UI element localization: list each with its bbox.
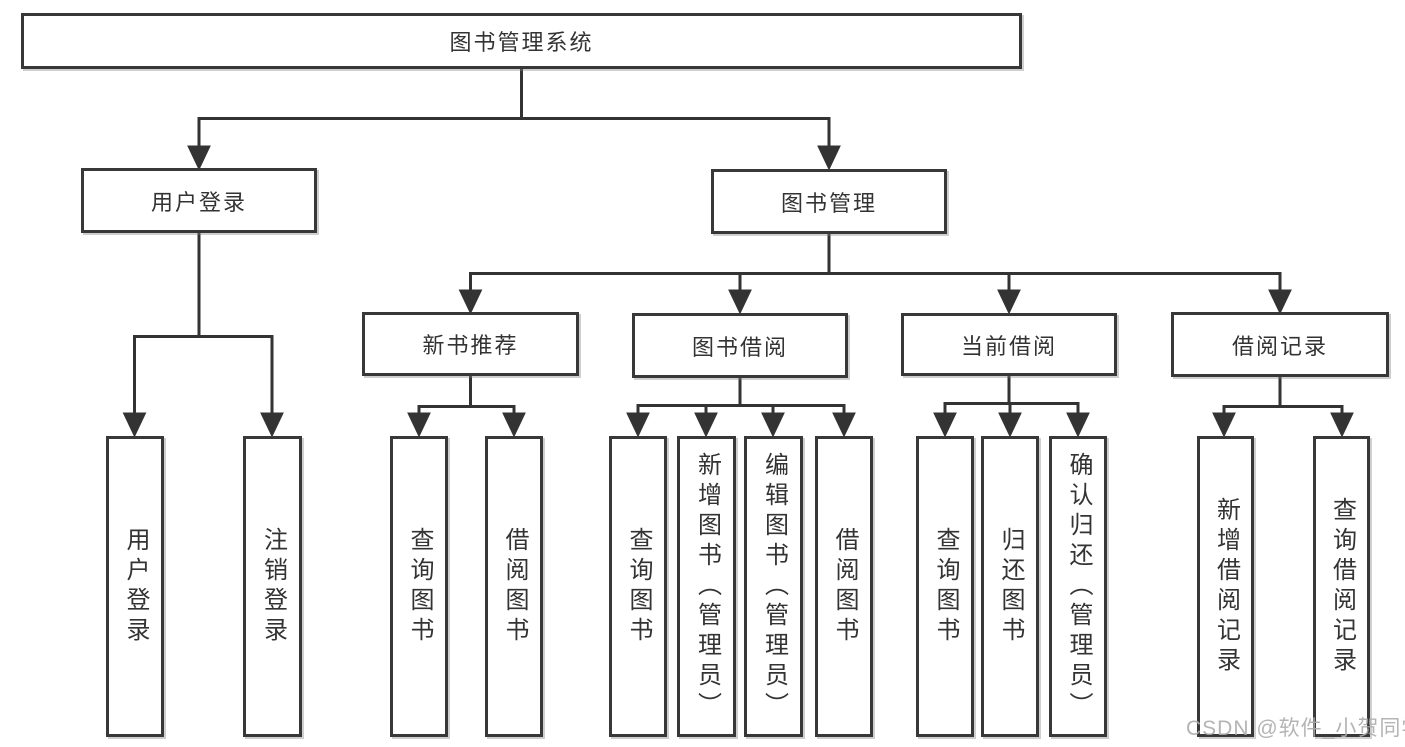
leaf-query-borrow-record: 查询借阅记录 [1313, 436, 1370, 737]
arrowhead [1212, 412, 1236, 438]
node-label: 借阅图书 [501, 526, 528, 647]
leaf-borrow-books-recommend: 借阅图书 [485, 436, 543, 737]
node-label: 查询借阅记录 [1328, 496, 1356, 677]
leaf-add-book-admin: 新增图书（管理员） [677, 436, 736, 737]
node-label: 用户登录 [150, 189, 247, 215]
node-label: 归还图书 [997, 526, 1024, 647]
node-label: 用户登录 [122, 526, 149, 647]
leaf-edit-book-admin: 编辑图书（管理员） [744, 436, 803, 737]
connector-borrow-records [1212, 377, 1354, 438]
node-label: 确认归还（管理员） [1065, 451, 1092, 722]
leaf-borrow-books-borrowing: 借阅图书 [815, 436, 873, 737]
connector-new-book-recommend [407, 376, 526, 438]
leaf-user-login: 用户登录 [106, 436, 164, 737]
arrowhead [260, 412, 284, 438]
connector-user-login [122, 233, 284, 438]
node-label: 当前借阅 [960, 333, 1057, 359]
arrowhead [407, 412, 431, 438]
arrowhead [458, 289, 483, 315]
node-label: 图书借阅 [691, 334, 788, 360]
arrowhead [832, 412, 856, 438]
node-library-management-system: 图书管理系统 [21, 13, 1022, 69]
csdn-watermark: CSDN @软件_小贺同学 [1186, 717, 1405, 740]
connector-current-borrowing [933, 376, 1090, 438]
node-user-login: 用户登录 [81, 168, 317, 233]
arrowhead [694, 412, 718, 438]
arrowhead [997, 289, 1021, 315]
node-label: 新增图书（管理员） [693, 451, 721, 722]
node-label: 查询图书 [406, 526, 433, 647]
connector-root [187, 68, 841, 171]
node-current-borrowing: 当前借阅 [901, 313, 1117, 376]
node-label: 新增借阅记录 [1212, 496, 1240, 677]
arrowhead [998, 412, 1022, 438]
node-label: 编辑图书（管理员） [760, 451, 788, 722]
leaf-add-borrow-record: 新增借阅记录 [1197, 436, 1254, 737]
arrowhead [933, 412, 957, 438]
arrowhead [1268, 289, 1292, 315]
arrowhead [122, 412, 147, 438]
node-label: 借阅记录 [1231, 333, 1328, 359]
node-label: 新书推荐 [422, 333, 519, 358]
node-label: 查询图书 [625, 526, 652, 647]
leaf-logout: 注销登录 [243, 436, 302, 737]
leaf-query-books-borrowing: 查询图书 [609, 436, 667, 737]
node-label: 图书管理系统 [449, 30, 594, 55]
arrowhead [626, 412, 650, 438]
node-book-borrowing: 图书借阅 [632, 313, 848, 378]
node-borrow-records: 借阅记录 [1171, 312, 1389, 377]
connector-book-borrowing [626, 378, 856, 438]
arrowhead [1066, 412, 1090, 438]
leaf-query-books-current: 查询图书 [916, 436, 974, 737]
arrowhead [187, 145, 211, 171]
arrowhead [817, 145, 841, 171]
arrowhead [761, 412, 785, 438]
arrowhead [502, 412, 526, 438]
node-label: 注销登录 [259, 526, 287, 647]
connector-book-management [458, 234, 1292, 315]
node-new-book-recommend: 新书推荐 [362, 312, 579, 376]
node-label: 图书管理 [780, 190, 877, 216]
leaf-query-books-recommend: 查询图书 [390, 436, 448, 737]
node-book-management: 图书管理 [711, 169, 947, 234]
node-label: 查询图书 [932, 526, 959, 647]
arrowhead [1330, 412, 1354, 438]
node-label: 借阅图书 [831, 526, 858, 647]
leaf-return-books: 归还图书 [981, 436, 1039, 737]
leaf-confirm-return-admin: 确认归还（管理员） [1049, 436, 1107, 737]
arrowhead [728, 289, 752, 315]
